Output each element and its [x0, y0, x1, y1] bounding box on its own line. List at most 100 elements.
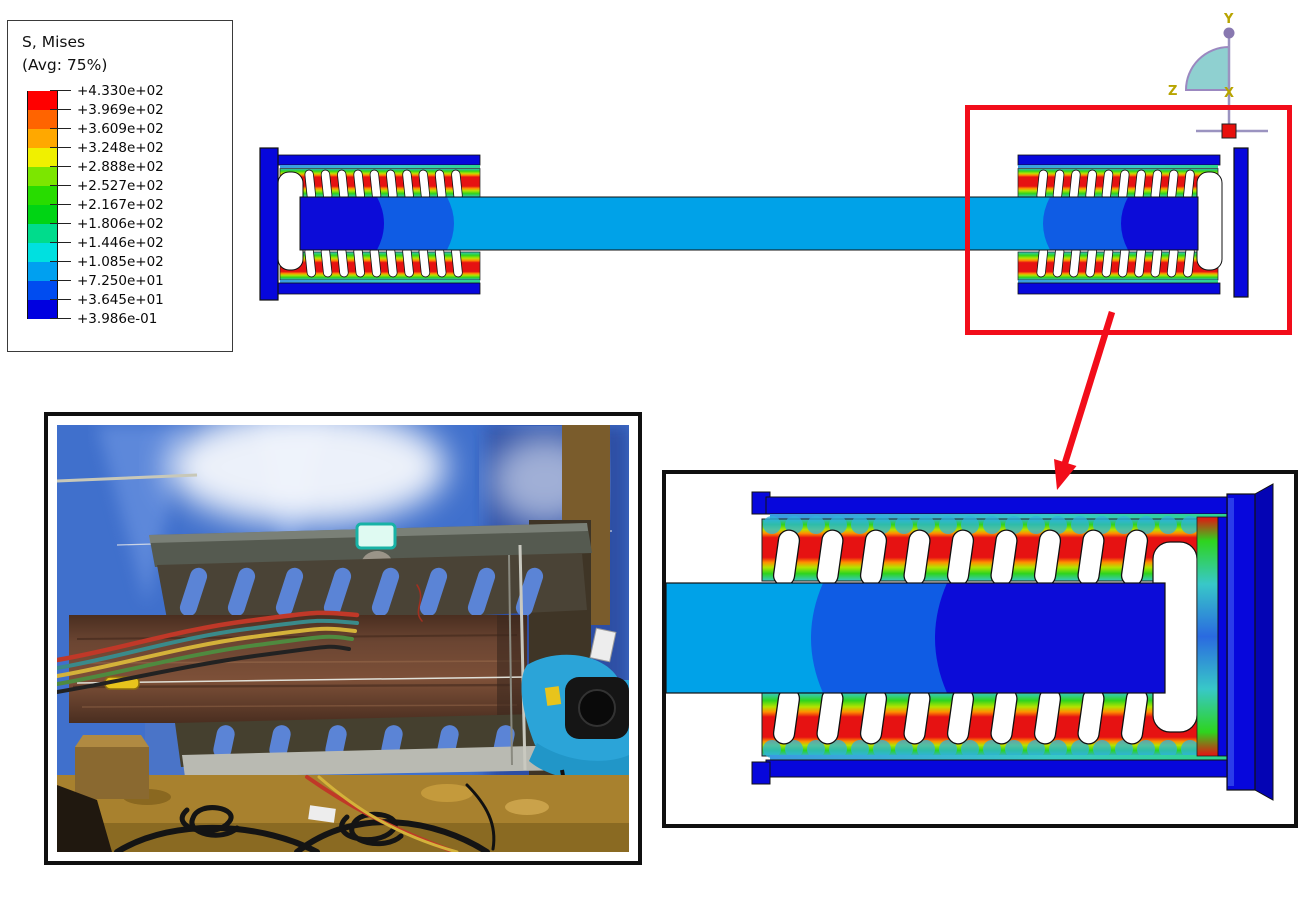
contour-wave [1071, 516, 1089, 534]
dark-corner [57, 785, 112, 852]
legend-title: S, Mises [22, 33, 86, 51]
left-connection [277, 154, 481, 295]
small-label [308, 805, 336, 823]
legend-tick [50, 261, 71, 262]
cylinder-cap [578, 689, 616, 727]
contour-wave [939, 516, 957, 534]
detail-top-strip [770, 514, 1230, 519]
detail-end-plate-edge [1228, 498, 1234, 786]
legend-tick-label: +3.248e+02 [77, 140, 164, 156]
detail-top-contour-waves [763, 516, 1221, 534]
triad-tip-dot [1223, 27, 1235, 39]
contour-wave [1027, 516, 1045, 534]
photo-frame [44, 409, 642, 865]
contour-wave [1137, 740, 1155, 758]
left-end-plate [259, 147, 279, 301]
legend-tick-label: +1.085e+02 [77, 254, 164, 270]
legend-tick [50, 242, 71, 243]
legend-swatches [27, 91, 58, 319]
right-bottom-flange [1017, 282, 1221, 295]
left-bottom-flange [277, 282, 481, 295]
contour-wave [1115, 516, 1133, 534]
contour-wave [917, 516, 935, 534]
callout-arrow-shaft [1061, 311, 1116, 464]
legend-band [27, 129, 58, 148]
legend-tick [50, 166, 71, 167]
detail-bottom-strip [770, 755, 1230, 760]
legend-band [27, 91, 58, 110]
legend-tick-label: +1.446e+02 [77, 235, 164, 251]
triad-y-label: Y [1223, 12, 1234, 27]
contour-wave [873, 516, 891, 534]
legend-tick-label: +1.806e+02 [77, 216, 164, 232]
slit [419, 567, 448, 617]
legend-band [27, 110, 58, 129]
wood-block [75, 747, 149, 799]
detail-view-box [662, 470, 1298, 828]
right-bottom-strip [1018, 280, 1218, 283]
slit [227, 567, 256, 617]
right-top-slots [1036, 169, 1195, 201]
contour-wave [1049, 516, 1067, 534]
contour-wave [829, 516, 847, 534]
legend-tick [50, 185, 71, 186]
legend-tick-label: +4.330e+02 [77, 83, 164, 99]
contour-wave [851, 740, 869, 758]
left-top-strip [280, 165, 480, 168]
threaded-rod [508, 554, 513, 766]
light-glare [167, 409, 447, 525]
legend-band [27, 262, 58, 281]
legend-band [27, 167, 58, 186]
beam [299, 196, 1199, 251]
triad-x-label: X [1224, 86, 1234, 101]
clamp-arm [529, 743, 629, 782]
left-bottom-slots [304, 246, 463, 278]
slit [325, 725, 347, 759]
legend-tick [50, 147, 71, 148]
slit [467, 567, 496, 617]
callout-arrow-head [1054, 459, 1077, 490]
detail-end-plate-side [1254, 483, 1274, 801]
contour-wave [807, 516, 825, 534]
contour-wave [983, 516, 1001, 534]
detail-bottom-slots [772, 687, 1149, 745]
photo-clamp [521, 654, 629, 846]
photo-bench [57, 735, 629, 855]
left-top-flange [277, 154, 481, 166]
legend-band [27, 281, 58, 300]
detail-top-slots [772, 529, 1149, 587]
contour-wave [939, 740, 957, 758]
tarp-fold [97, 425, 187, 605]
detail-bottom-flange-tab [751, 761, 771, 785]
orientation-triad: Y Z X [1168, 12, 1268, 139]
legend-tick [50, 318, 71, 319]
contour-wave [829, 740, 847, 758]
contour-wave [1115, 740, 1133, 758]
contour-wave [785, 740, 803, 758]
cyan-tag [355, 522, 397, 550]
left-top-slots [304, 169, 463, 201]
detail-beam-dark [935, 583, 1165, 693]
contour-wave [1093, 740, 1111, 758]
beam-right-dark [1121, 197, 1198, 250]
contour-wave [961, 740, 979, 758]
cables [114, 775, 496, 855]
threaded-rod [518, 544, 527, 771]
fea-detail-view [665, 483, 1274, 801]
contour-wave [807, 740, 825, 758]
legend-tick-label: +2.167e+02 [77, 197, 164, 213]
load-point-marker [1221, 123, 1237, 139]
legend-band [27, 148, 58, 167]
detail-end-plate [1226, 483, 1274, 801]
right-top-strip [1018, 165, 1218, 168]
legend-tick-label: +2.527e+02 [77, 178, 164, 194]
beam-left-dark [300, 197, 384, 250]
white-tag [589, 627, 617, 663]
detail-bottom-flange [765, 759, 1229, 778]
slit [213, 725, 235, 759]
contour-wave [1159, 516, 1177, 534]
contour-wave [873, 740, 891, 758]
legend-tick-label: +3.986e-01 [77, 311, 158, 327]
contour-wave [1159, 740, 1177, 758]
